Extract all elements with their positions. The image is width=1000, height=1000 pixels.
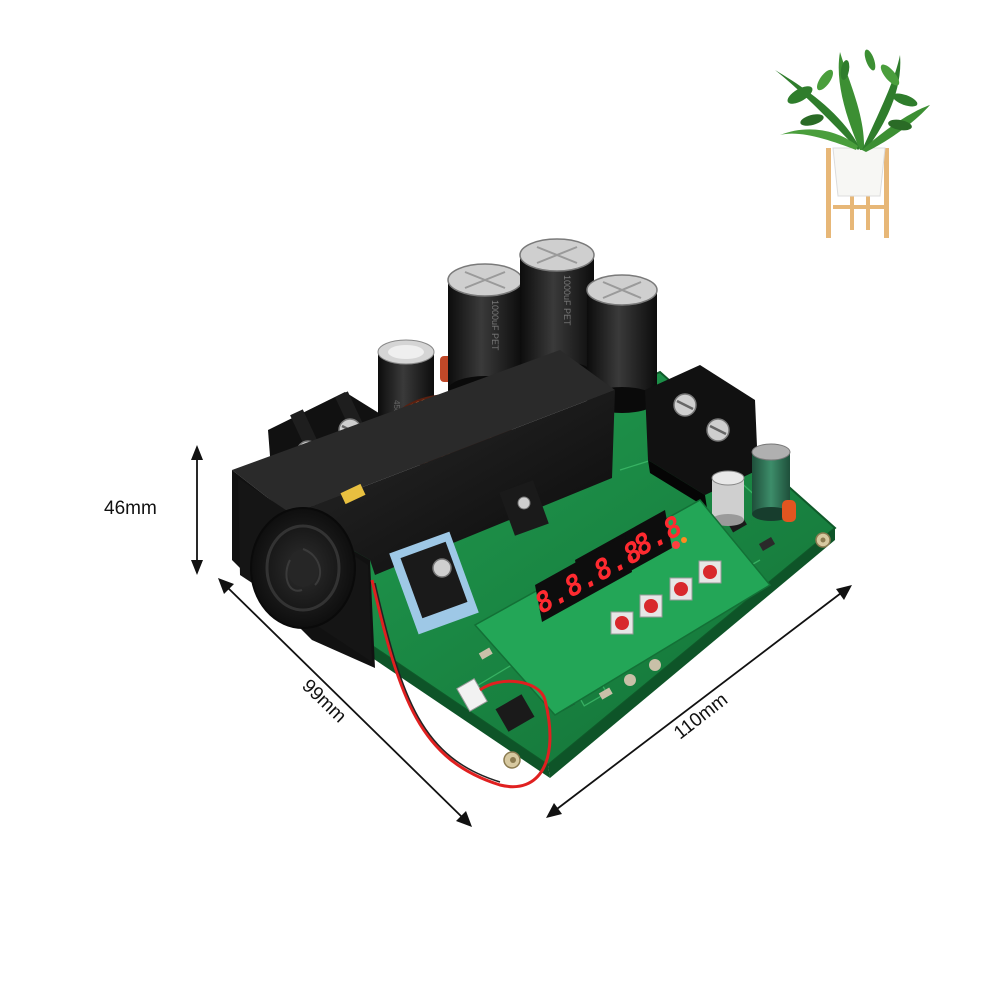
mounting-screws <box>503 532 831 769</box>
dimension-height: 46mm <box>104 445 203 575</box>
height-label: 46mm <box>104 498 157 519</box>
orange-ceramic-cap <box>782 500 796 522</box>
buck-converter-board: 450V 10uF 1000uF PET 1000uF PET <box>232 238 837 789</box>
plant-leaves <box>775 49 930 152</box>
fuse <box>340 483 366 505</box>
fan-wires <box>370 579 552 789</box>
output-terminal-block <box>645 365 758 508</box>
potted-plant-icon <box>775 49 930 238</box>
plant-pot <box>832 147 886 197</box>
control-button-3[interactable] <box>669 577 693 601</box>
mosfet-1 <box>389 531 479 635</box>
pcb-edge <box>548 528 835 778</box>
cooling-fan <box>238 478 372 662</box>
indicator-led <box>672 541 680 549</box>
control-button-2[interactable] <box>639 594 663 618</box>
svg-text:1000uF PET: 1000uF PET <box>490 300 500 351</box>
fan-connector <box>456 678 535 732</box>
depth-label: 99mm <box>298 675 351 727</box>
indicator-led <box>681 537 687 543</box>
small-capacitor-silver <box>711 470 745 526</box>
control-button-4[interactable] <box>698 560 722 584</box>
svg-text:1000uF PET: 1000uF PET <box>562 275 572 326</box>
mosfet-2 <box>499 480 549 536</box>
control-button-1[interactable] <box>610 611 634 635</box>
